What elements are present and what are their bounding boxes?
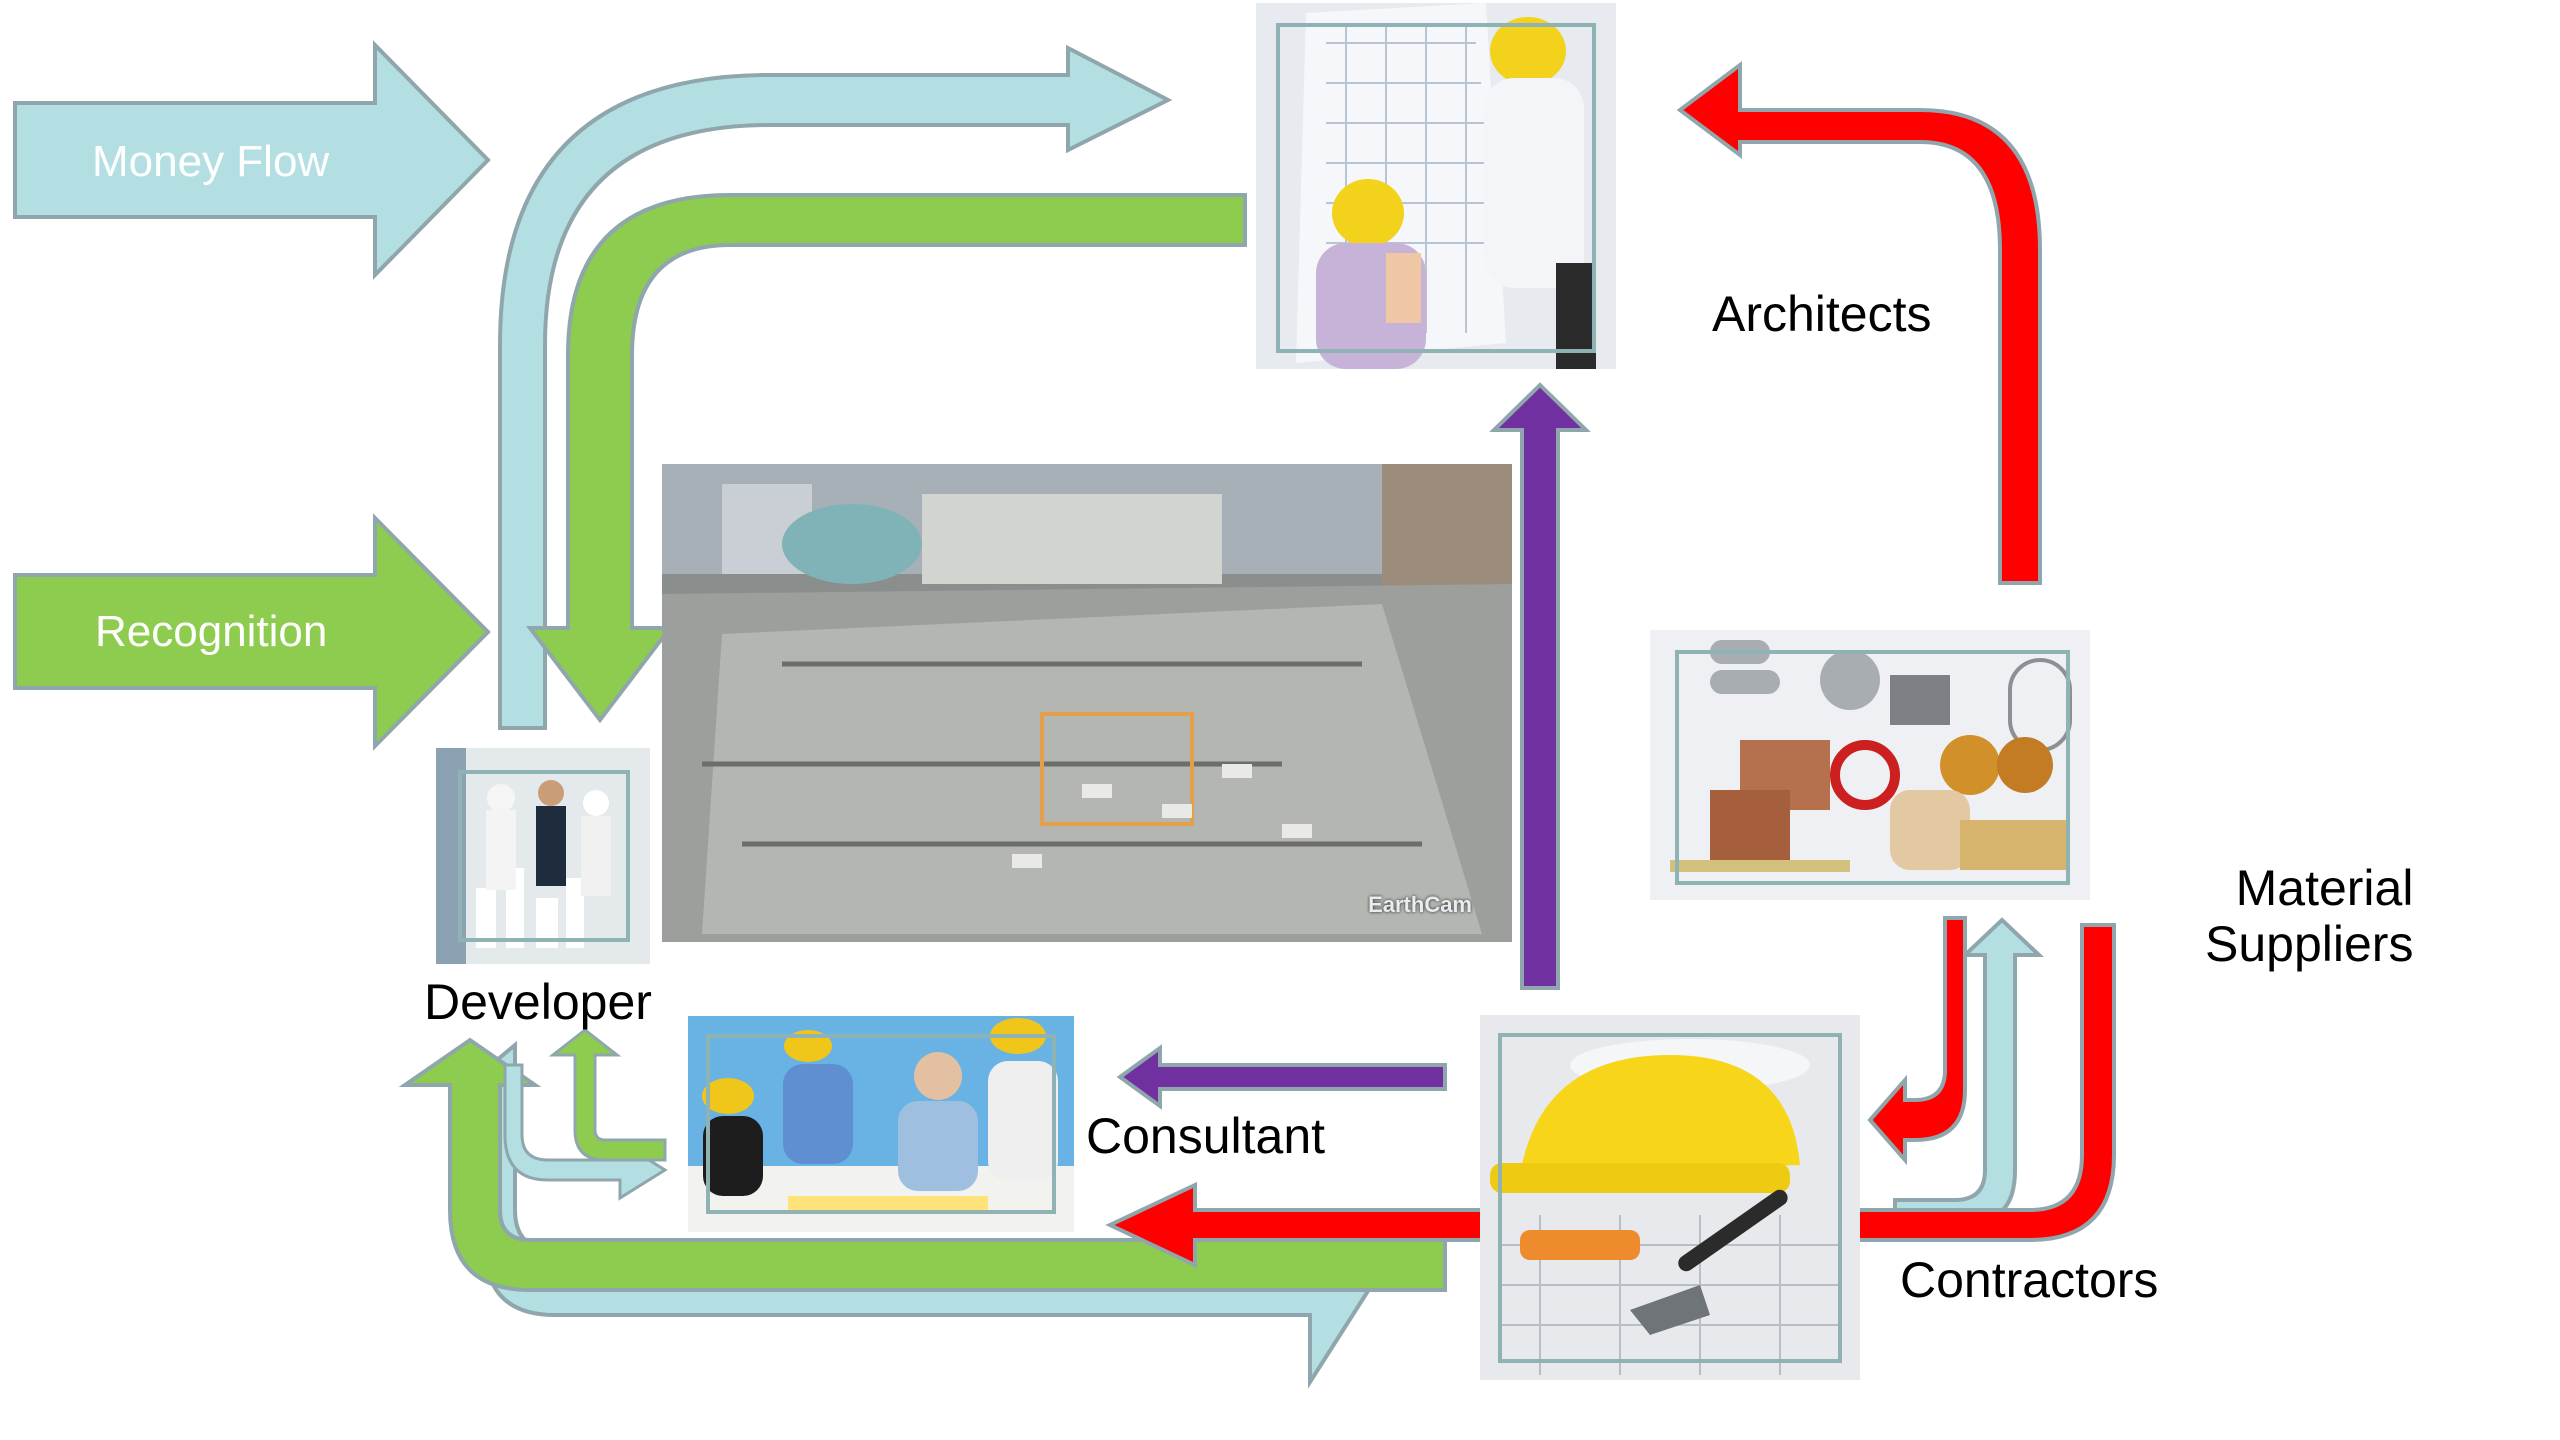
contractors-photo xyxy=(1480,1015,1860,1380)
consultants-meeting-icon xyxy=(688,1016,1074,1232)
materials-photo xyxy=(1650,630,2090,900)
developer-photo xyxy=(436,748,650,964)
info-arrow-contractors-to-architects xyxy=(1489,382,1591,990)
materials-arrow-suppliers-to-contractors xyxy=(1867,916,1967,1166)
materials-arrow-suppliers-to-architects xyxy=(1676,61,2042,585)
legend-money-flow-arrow xyxy=(13,40,491,280)
contractors-label: Contractors xyxy=(1900,1252,2159,1308)
money-arrow-developer-to-architects xyxy=(498,44,1173,730)
money-arrow-developer-to-consultant xyxy=(503,1063,668,1201)
materials-arrow-suppliers-to-consultant xyxy=(1105,923,2116,1269)
hard-hat-and-plans-icon xyxy=(1480,1015,1860,1380)
legend-recognition-arrow xyxy=(13,513,491,751)
material-suppliers-label: Material Suppliers xyxy=(2205,860,2414,972)
architects-label: Architects xyxy=(1712,286,1932,342)
developer-label: Developer xyxy=(424,974,652,1030)
consultant-label: Consultant xyxy=(1086,1108,1326,1164)
legend-money-flow-label: Money Flow xyxy=(92,137,330,186)
recognition-arrow-architects-to-developer xyxy=(525,193,1247,724)
recognition-arrow-contractors-to-developer xyxy=(398,1037,1447,1292)
recognition-arrow-consultant-to-developer xyxy=(548,1028,667,1162)
developer-meeting-icon xyxy=(436,748,650,964)
construction-site-aerial-icon xyxy=(662,464,1512,942)
legend-recognition-label: Recognition xyxy=(95,607,328,656)
consultant-photo xyxy=(688,1016,1074,1232)
construction-site-photo: EarthCam xyxy=(662,464,1512,942)
site-photo-watermark: EarthCam xyxy=(1368,892,1472,917)
architects-photo xyxy=(1256,3,1616,369)
construction-materials-icon xyxy=(1650,630,2090,900)
info-arrow-contractors-to-consultant xyxy=(1116,1044,1447,1110)
architects-reviewing-blueprints-icon xyxy=(1256,3,1616,369)
